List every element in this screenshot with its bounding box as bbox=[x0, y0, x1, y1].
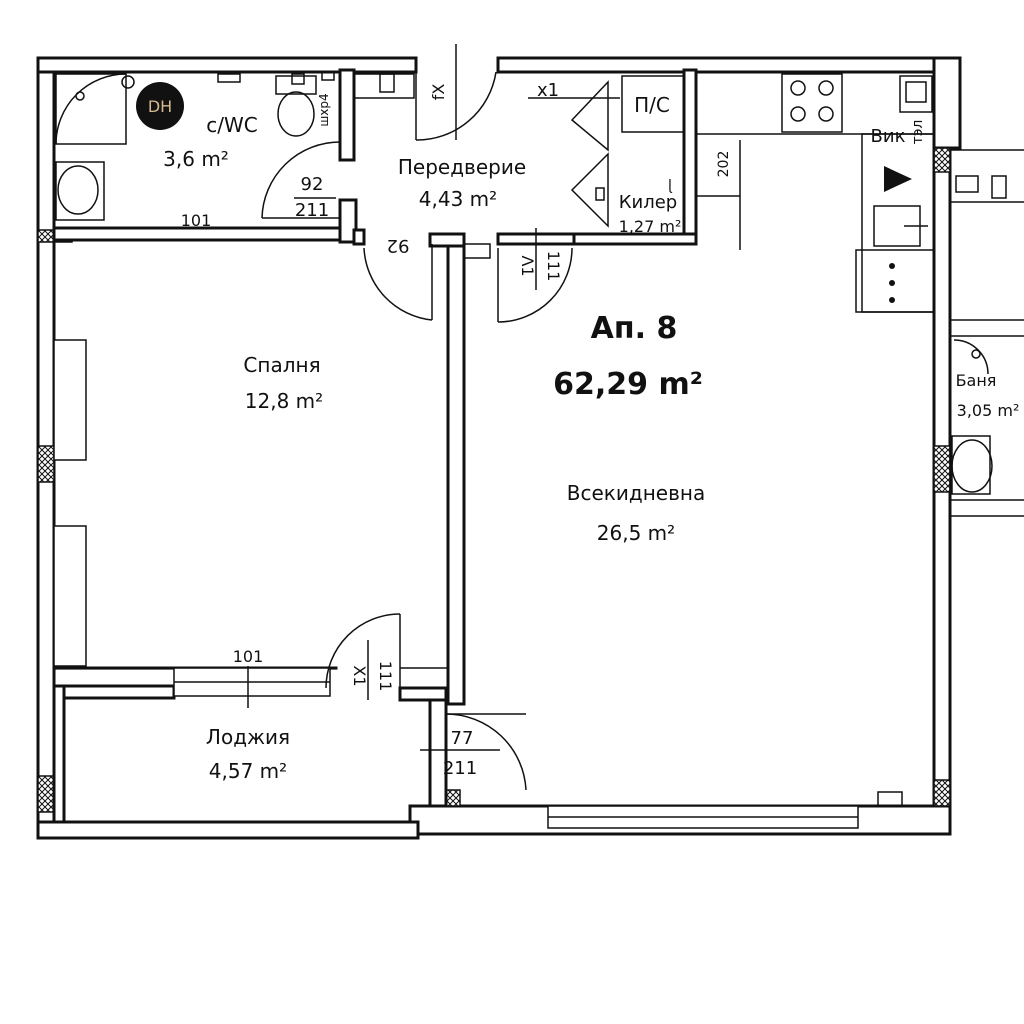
room-hall: Передверие 4,43 m² bbox=[398, 155, 526, 211]
kitchen-wall-dim: 202 bbox=[716, 151, 732, 178]
loggia-door-mark-2: 111 bbox=[376, 661, 395, 692]
loggia-name: Лоджия bbox=[206, 725, 290, 749]
bedroom-name: Спалня bbox=[243, 353, 320, 377]
misc-labels: П/С Вик тэл шхр4 x1 ɭ bbox=[317, 80, 926, 194]
columns bbox=[37, 147, 951, 813]
hall-name: Передверие bbox=[398, 155, 526, 179]
kitchen-code: тэл bbox=[910, 120, 926, 145]
hall-fixtures bbox=[353, 73, 491, 259]
wc-tag: шхр4 bbox=[317, 93, 331, 126]
door-swings bbox=[261, 44, 573, 791]
apartment-header: Ап. 8 62,29 m² bbox=[553, 311, 703, 402]
bedroom-door-width: 92 bbox=[387, 235, 410, 256]
bath-walls bbox=[949, 149, 1024, 520]
hall-wall-mark-1: Λ1 bbox=[518, 255, 537, 276]
loggia-area: 4,57 m² bbox=[209, 759, 287, 783]
ventilation-label: П/С bbox=[634, 93, 670, 117]
bedroom-window bbox=[54, 667, 448, 697]
apartment-total-area: 62,29 m² bbox=[553, 367, 703, 402]
pantry-door-tag: ɭ bbox=[668, 178, 673, 194]
pantry-fixtures bbox=[528, 75, 685, 228]
bedroom-window-dim: 101 bbox=[233, 647, 264, 666]
wc-wall-dim: 101 bbox=[181, 211, 212, 230]
pantry-name: Килер bbox=[619, 192, 677, 213]
living-door-width: 77 bbox=[451, 728, 474, 749]
bath-name: Баня bbox=[956, 371, 997, 390]
interior-walls bbox=[52, 68, 698, 824]
apartment-title: Ап. 8 bbox=[591, 311, 678, 346]
hall-area: 4,43 m² bbox=[419, 187, 497, 211]
room-bedroom: Спалня 12,8 m² bbox=[243, 353, 323, 413]
pantry-area: 1,27 m² bbox=[619, 217, 682, 236]
kitchen-fixtures bbox=[695, 71, 935, 313]
wc-name: с/WC bbox=[206, 113, 257, 137]
room-loggia: Лоджия 4,57 m² bbox=[206, 725, 290, 783]
bedroom-area: 12,8 m² bbox=[245, 389, 323, 413]
dimensions: 92 211 101 92 fX Λ1 111 202 101 X1 111 7… bbox=[181, 84, 732, 779]
living-window bbox=[547, 805, 859, 829]
room-bath: Баня 3,05 m² bbox=[956, 371, 1020, 420]
company-logo: DH bbox=[136, 82, 184, 130]
loggia-door-mark-1: X1 bbox=[350, 665, 369, 686]
logo-text: DH bbox=[148, 97, 172, 116]
bedroom-side-window bbox=[53, 339, 87, 667]
wc-door-width: 92 bbox=[301, 174, 324, 195]
living-door-height: 211 bbox=[443, 758, 477, 779]
living-name: Всекидневна bbox=[567, 481, 705, 505]
pantry-code: x1 bbox=[537, 80, 559, 101]
wc-area: 3,6 m² bbox=[163, 147, 229, 171]
kitchen-label: Вик bbox=[871, 126, 906, 147]
room-living: Всекидневна 26,5 m² bbox=[567, 481, 705, 545]
bath-fixtures bbox=[951, 339, 993, 495]
radiator bbox=[877, 791, 903, 807]
living-area: 26,5 m² bbox=[597, 521, 675, 545]
wc-door-height: 211 bbox=[295, 200, 329, 221]
hall-wall-mark-2: 111 bbox=[544, 251, 563, 282]
room-wc: с/WC 3,6 m² bbox=[163, 113, 258, 171]
room-pantry: Килер 1,27 m² bbox=[619, 192, 682, 236]
bath-area: 3,05 m² bbox=[957, 401, 1020, 420]
entry-door-marks: fX bbox=[429, 84, 448, 101]
wc-fixtures bbox=[55, 71, 335, 221]
